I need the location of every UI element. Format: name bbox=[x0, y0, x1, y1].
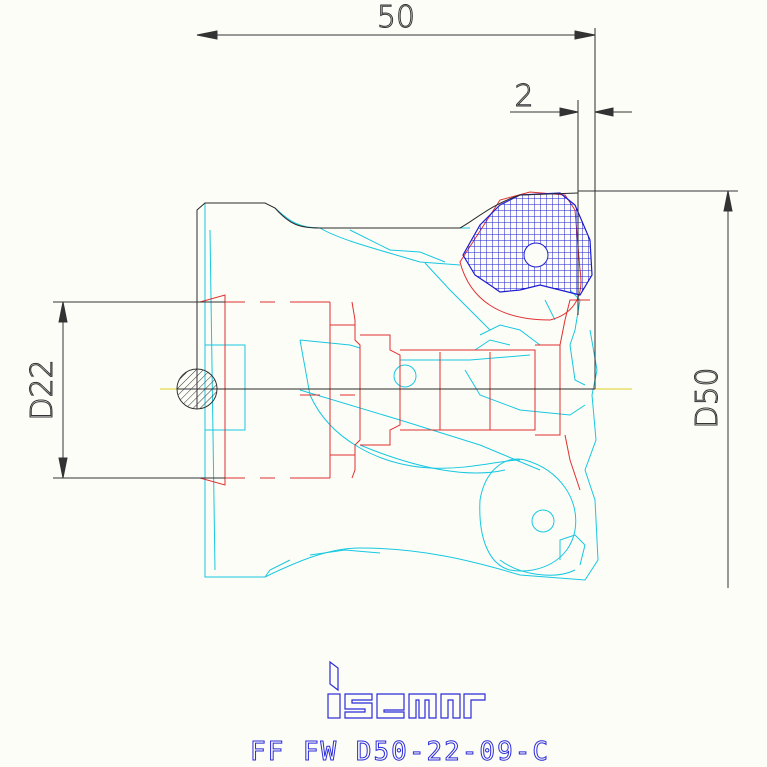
origin-circle bbox=[176, 368, 218, 410]
part-number: FF FW D50-22-09-C bbox=[250, 737, 550, 767]
dim-cutting-diameter bbox=[578, 190, 738, 588]
dim-bore-diameter bbox=[53, 301, 225, 479]
dim-bore-diameter-label: D22 bbox=[25, 359, 60, 420]
brand-logo-text: iscar bbox=[0, 0, 3, 1]
dim-cutting-diameter-label: D50 bbox=[690, 367, 725, 428]
tool-outline bbox=[196, 28, 596, 390]
dim-overall-length-label: 50 bbox=[377, 0, 415, 35]
iscar-logo bbox=[327, 660, 486, 719]
cutting-insert bbox=[462, 192, 593, 296]
dim-offset bbox=[510, 107, 632, 117]
hidden-geometry bbox=[199, 191, 590, 491]
dim-overall-length bbox=[196, 30, 596, 40]
dim-offset-label: 2 bbox=[514, 79, 533, 114]
